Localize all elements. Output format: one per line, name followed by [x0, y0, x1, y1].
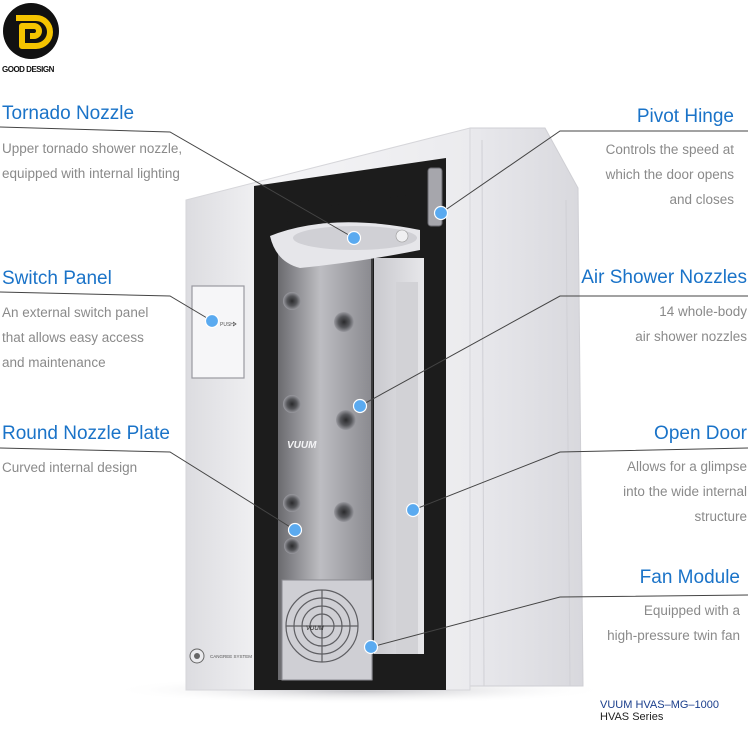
fan-module-grille: VUUM [281, 579, 373, 681]
marker-dot-tornado [346, 230, 362, 246]
callout-title-round-plate: Round Nozzle Plate [2, 423, 170, 444]
callout-desc-nozzles: 14 whole-body air shower nozzles [635, 304, 747, 344]
good-design-wordmark: GOOD DESIGN [2, 65, 54, 74]
marker-dot-door [405, 502, 421, 518]
nozzle [284, 538, 300, 554]
callout-desc-pivot: Controls the speed at which the door ope… [605, 142, 734, 207]
fan-brand-mark: VUUM [306, 626, 324, 632]
nozzle [283, 395, 301, 413]
marker-dot-switch [204, 313, 220, 329]
callout-title-nozzles: Air Shower Nozzles [581, 267, 747, 288]
callout-title-tornado: Tornado Nozzle [2, 103, 135, 124]
callout-title-fan: Fan Module [639, 567, 740, 588]
callout-title-switch: Switch Panel [2, 268, 112, 289]
leader-line-tornado [0, 126, 355, 239]
good-design-emblem-icon [3, 3, 59, 59]
marker-dot-nozzles [352, 398, 368, 414]
leader-lines [0, 126, 748, 648]
air-shower-nozzle-group [283, 292, 356, 554]
leader-line-fan [370, 594, 748, 648]
callout-desc-door: Allows for a glimpse into the wide inter… [623, 459, 747, 524]
leader-line-switch [0, 291, 213, 322]
switch-panel: PUSH [191, 285, 245, 379]
callout-title-pivot: Pivot Hinge [636, 106, 734, 127]
model-name: VUUM HVAS–MG–1000 [600, 699, 720, 711]
interior-brand-mark: VUUM [287, 440, 317, 451]
marker-dot-fan [363, 639, 379, 655]
callout-desc-fan: Equipped with a high-pressure twin fan [607, 603, 740, 643]
model-caption: VUUM HVAS–MG–1000 HVAS Series [600, 699, 719, 723]
callout-desc-tornado: Upper tornado shower nozzle, equipped wi… [2, 141, 183, 181]
leader-line-door [412, 447, 748, 511]
callout-title-door: Open Door [654, 423, 747, 444]
marker-dots [204, 205, 449, 655]
good-design-logo: GOOD DESIGN [2, 2, 60, 74]
leader-line-round-plate [0, 447, 296, 531]
leader-line-pivot [440, 130, 748, 214]
front-nameplate: CANGREE SYSTEM [189, 648, 252, 664]
nozzle [334, 312, 354, 332]
marker-dot-round-plate [287, 522, 303, 538]
switch-panel-label: PUSH [220, 322, 234, 328]
nozzle [283, 292, 301, 310]
nozzle [336, 410, 356, 430]
nameplate-text: CANGREE SYSTEM [210, 654, 252, 659]
callout-desc-round-plate: Curved internal design [2, 460, 138, 475]
callout-desc-switch: An external switch panel that allows eas… [2, 305, 149, 370]
marker-dot-pivot [433, 205, 449, 221]
nozzle [334, 502, 354, 522]
nozzle [283, 494, 301, 512]
leader-line-nozzles [359, 295, 748, 407]
series-name: HVAS Series [600, 711, 664, 723]
